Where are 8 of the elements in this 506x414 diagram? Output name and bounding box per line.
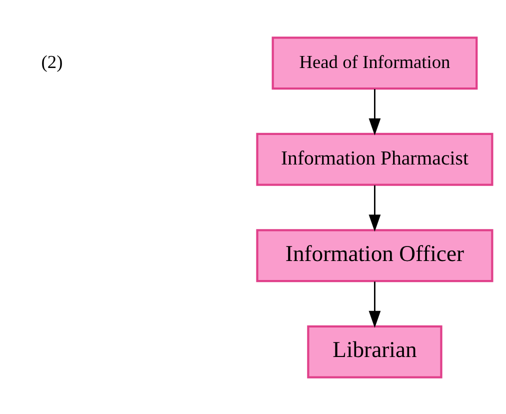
label: (2) bbox=[41, 51, 63, 72]
node-box: Librarian bbox=[307, 324, 442, 378]
arrow bbox=[368, 88, 381, 135]
arrow bbox=[368, 184, 381, 232]
node-box: Information Pharmacist bbox=[256, 132, 494, 186]
arrow bbox=[368, 281, 381, 328]
node-box: Head of Information bbox=[272, 36, 478, 90]
node-box: Information Officer bbox=[256, 228, 494, 282]
